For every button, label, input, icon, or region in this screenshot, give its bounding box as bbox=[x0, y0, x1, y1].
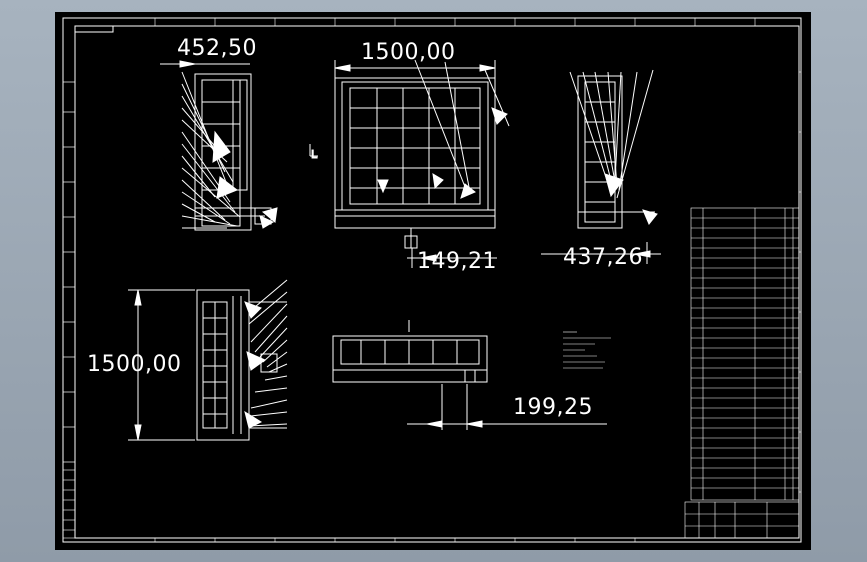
dim-437: 437,26 bbox=[563, 245, 643, 270]
dim-199: 199,25 bbox=[513, 395, 593, 420]
title-block bbox=[684, 501, 800, 539]
outer-sheet-border bbox=[62, 17, 802, 543]
dim-top-height: 1500,00 bbox=[87, 352, 181, 377]
dim-side-width: 452,50 bbox=[177, 36, 257, 61]
dim-front-width: 1500,00 bbox=[361, 40, 455, 65]
section-view bbox=[569, 69, 658, 229]
bottom-zone-ruler bbox=[154, 538, 636, 542]
plan-strip-view bbox=[332, 320, 607, 430]
side-view bbox=[160, 60, 278, 231]
cad-drawing: L bbox=[62, 17, 802, 543]
front-view bbox=[309, 59, 510, 249]
drawing-canvas[interactable]: L bbox=[55, 12, 811, 550]
parts-list-table bbox=[690, 207, 800, 501]
mid-dimension-lines bbox=[407, 242, 661, 268]
view-marker-label: L bbox=[311, 148, 318, 161]
left-stamp-block bbox=[62, 469, 76, 539]
top-zone-ruler bbox=[154, 18, 756, 26]
dim-149: 149,21 bbox=[417, 249, 497, 274]
corner-label-box bbox=[74, 25, 114, 33]
left-zone-ruler bbox=[63, 81, 75, 463]
top-view bbox=[128, 279, 288, 441]
technical-notes-block bbox=[563, 331, 611, 369]
right-zone-ruler bbox=[799, 71, 801, 493]
inner-sheet-border bbox=[74, 25, 800, 539]
